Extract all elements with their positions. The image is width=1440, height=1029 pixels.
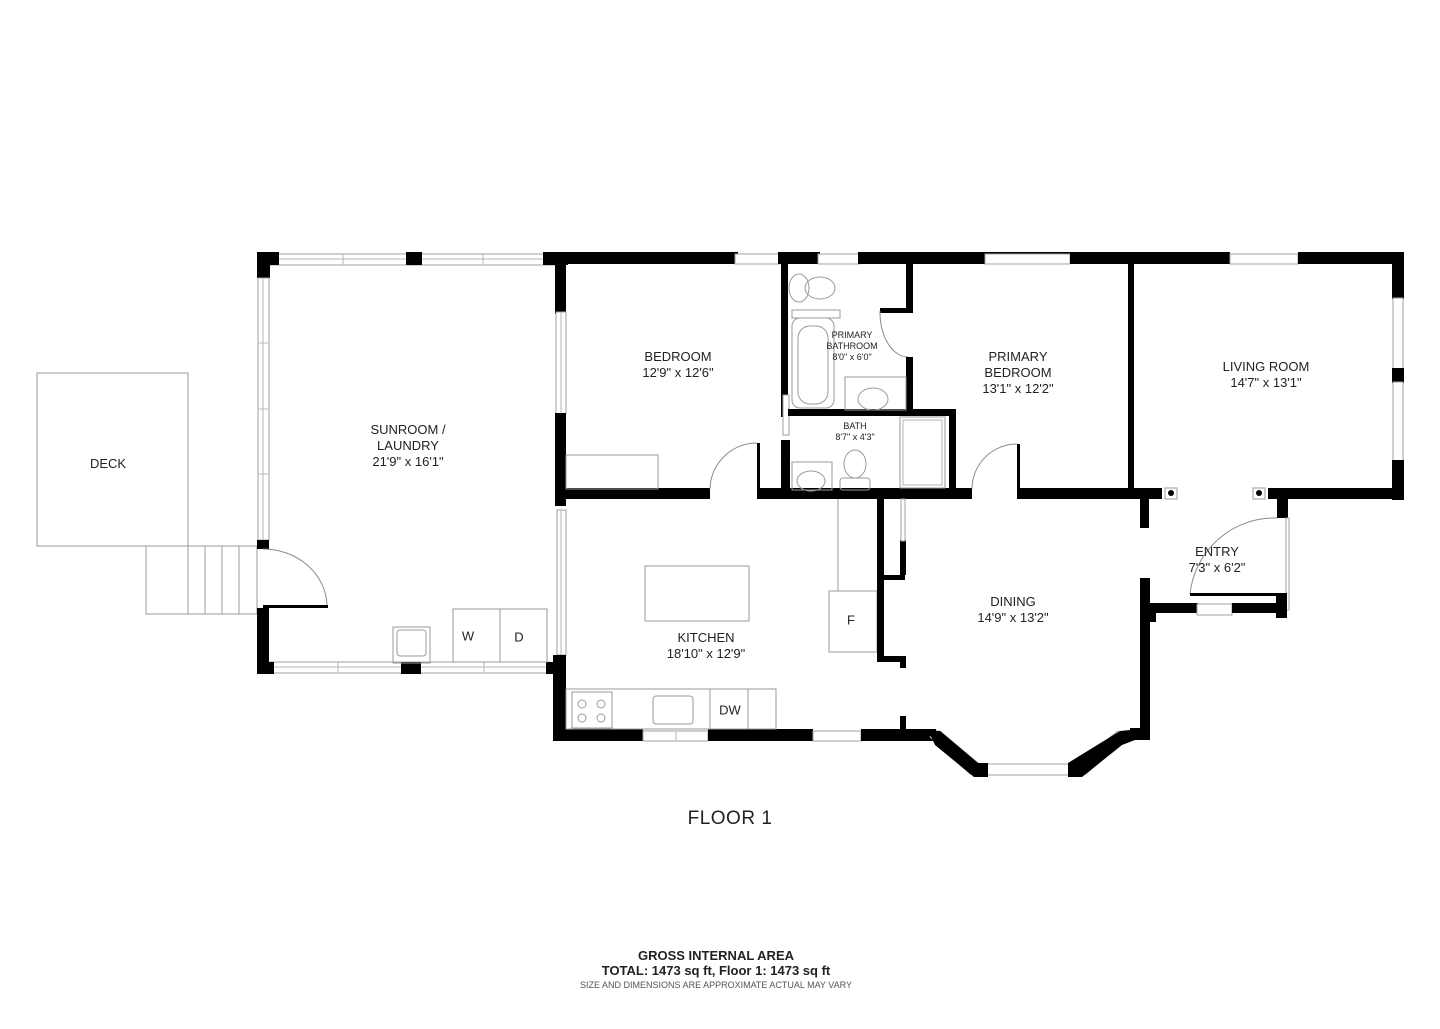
room-dims: 21'9" x 16'1" <box>372 454 444 469</box>
bedroom-living-walls <box>971 252 1404 528</box>
dining-walls <box>900 578 1150 777</box>
room-dims: 18'10" x 12'9" <box>666 646 746 661</box>
room-name: BEDROOM <box>644 349 712 364</box>
room-dims: 8'0" x 6'0" <box>832 352 872 362</box>
sunroom-walls <box>257 252 568 674</box>
disclaimer: SIZE AND DIMENSIONS ARE APPROXIMATE ACTU… <box>580 980 852 990</box>
room-name-line2: BEDROOM <box>984 365 1052 380</box>
room-dims: 12'9" x 12'6" <box>642 365 714 380</box>
room-name: PRIMARY <box>988 349 1048 364</box>
room-dims: 8'7" x 4'3" <box>835 432 875 442</box>
area-summary: GROSS INTERNAL AREA TOTAL: 1473 sq ft, F… <box>580 948 852 991</box>
room-name: BATH <box>843 421 867 431</box>
room-dims: 13'1" x 12'2" <box>982 381 1054 396</box>
room-label-sunroom: SUNROOM / LAUNDRY 21'9" x 16'1" <box>370 422 445 470</box>
room-name: ENTRY <box>1195 544 1239 559</box>
dryer-icon: D <box>514 629 524 645</box>
room-name: DINING <box>990 594 1036 609</box>
room-label-deck: DECK <box>90 456 126 472</box>
kitchen-walls <box>553 497 936 742</box>
room-label-primary-bedroom: PRIMARY BEDROOM 13'1" x 12'2" <box>982 349 1053 397</box>
bedroom-walls <box>555 252 972 656</box>
room-label-kitchen: KITCHEN 18'10" x 12'9" <box>667 630 746 662</box>
fridge-icon: F <box>847 612 855 628</box>
washer-icon: W <box>461 628 475 644</box>
room-name: DECK <box>89 456 127 471</box>
room-label-living-room: LIVING ROOM 14'7" x 13'1" <box>1223 359 1310 391</box>
room-name: KITCHEN <box>677 630 735 645</box>
room-dims: 14'7" x 13'1" <box>1230 375 1302 390</box>
floor-title: FLOOR 1 <box>687 808 773 829</box>
room-name-line2: BATHROOM <box>826 341 878 351</box>
dishwasher-icon: DW <box>719 702 741 718</box>
room-dims: 7'3" x 6'2" <box>1188 560 1246 575</box>
room-name: PRIMARY <box>831 330 873 340</box>
area-heading: GROSS INTERNAL AREA <box>637 948 794 963</box>
room-label-bath: BATH 8'7" x 4'3" <box>835 421 874 443</box>
room-label-primary-bathroom: PRIMARY BATHROOM 8'0" x 6'0" <box>826 330 877 363</box>
room-name-line2: LAUNDRY <box>377 438 439 453</box>
bathrooms <box>788 252 1133 497</box>
room-dims: 14'9" x 13'2" <box>977 610 1049 625</box>
room-label-bedroom: BEDROOM 12'9" x 12'6" <box>642 349 713 381</box>
room-name: SUNROOM / <box>370 422 446 437</box>
area-total: TOTAL: 1473 sq ft, Floor 1: 1473 sq ft <box>601 963 831 978</box>
deck <box>36 372 258 615</box>
room-name: LIVING ROOM <box>1222 359 1310 374</box>
room-label-dining: DINING 14'9" x 13'2" <box>977 594 1048 626</box>
room-label-entry: ENTRY 7'3" x 6'2" <box>1189 544 1246 576</box>
